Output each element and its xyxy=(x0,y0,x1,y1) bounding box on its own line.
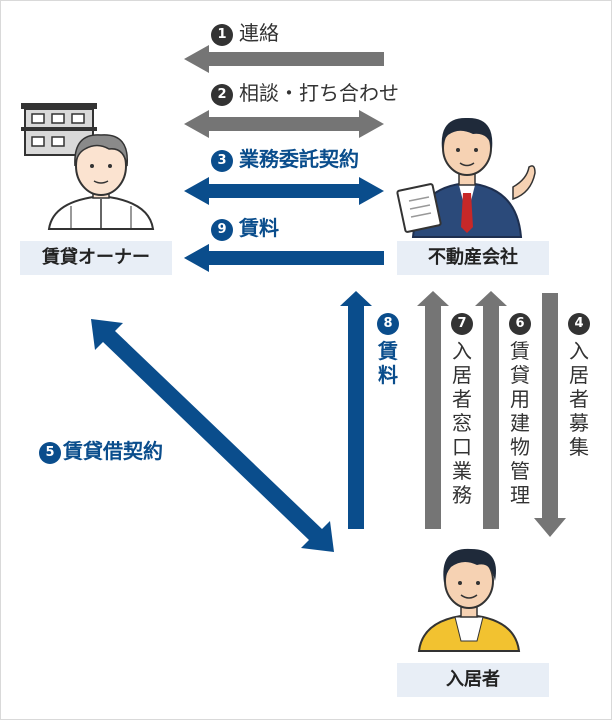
flow-6-label: 6 賃貸用建物管理 xyxy=(508,313,532,507)
arrow-3-contract xyxy=(184,177,384,205)
flow-3-number: 3 xyxy=(211,150,233,172)
flow-1-number: 1 xyxy=(211,24,233,46)
arrow-9-rent xyxy=(184,244,384,272)
flow-2-number: 2 xyxy=(211,84,233,106)
flow-1-text: 連絡 xyxy=(239,21,279,45)
flow-9-label: 9 賃料 xyxy=(211,216,279,241)
tenant-person-icon xyxy=(417,548,521,652)
arrow-2-consultation xyxy=(184,110,384,138)
flow-5-text: 賃貸借契約 xyxy=(63,439,163,463)
arrow-6-building xyxy=(475,291,507,529)
flow-1-label: 1 連絡 xyxy=(211,21,279,46)
flow-7-label: 7 入居者窓口業務 xyxy=(450,313,474,507)
arrow-4-recruit xyxy=(534,293,566,537)
flow-6-number: 6 xyxy=(509,313,531,335)
owner-label: 賃貸オーナー xyxy=(20,241,172,275)
flow-7-number: 7 xyxy=(451,313,473,335)
flow-6-text: 賃貸用建物管理 xyxy=(510,339,530,507)
owner-person-icon xyxy=(47,134,155,230)
flow-4-number: 4 xyxy=(568,313,590,335)
flow-9-text: 賃料 xyxy=(239,216,279,240)
arrow-5-lease xyxy=(91,319,334,552)
flow-8-label: 8 賃料 xyxy=(376,313,400,387)
flow-9-number: 9 xyxy=(211,219,233,241)
flow-2-text: 相談・打ち合わせ xyxy=(239,81,399,105)
flow-5-number: 5 xyxy=(39,442,61,464)
flow-3-label: 3 業務委託契約 xyxy=(211,147,359,172)
flow-8-number: 8 xyxy=(377,313,399,335)
arrow-7-window xyxy=(417,291,449,529)
flow-8-text: 賃料 xyxy=(378,339,398,387)
flow-4-label: 4 入居者募集 xyxy=(567,313,591,459)
businessman-icon xyxy=(396,117,536,238)
company-label: 不動産会社 xyxy=(397,241,549,275)
flow-7-text: 入居者窓口業務 xyxy=(452,339,472,507)
arrow-1-contact xyxy=(184,45,384,73)
flow-3-text: 業務委託契約 xyxy=(239,147,359,171)
apartment-building-icon xyxy=(21,103,97,156)
flow-2-label: 2 相談・打ち合わせ xyxy=(211,81,399,106)
arrow-8-rent xyxy=(340,291,372,529)
flow-4-text: 入居者募集 xyxy=(569,339,589,459)
tenant-label: 入居者 xyxy=(397,663,549,697)
